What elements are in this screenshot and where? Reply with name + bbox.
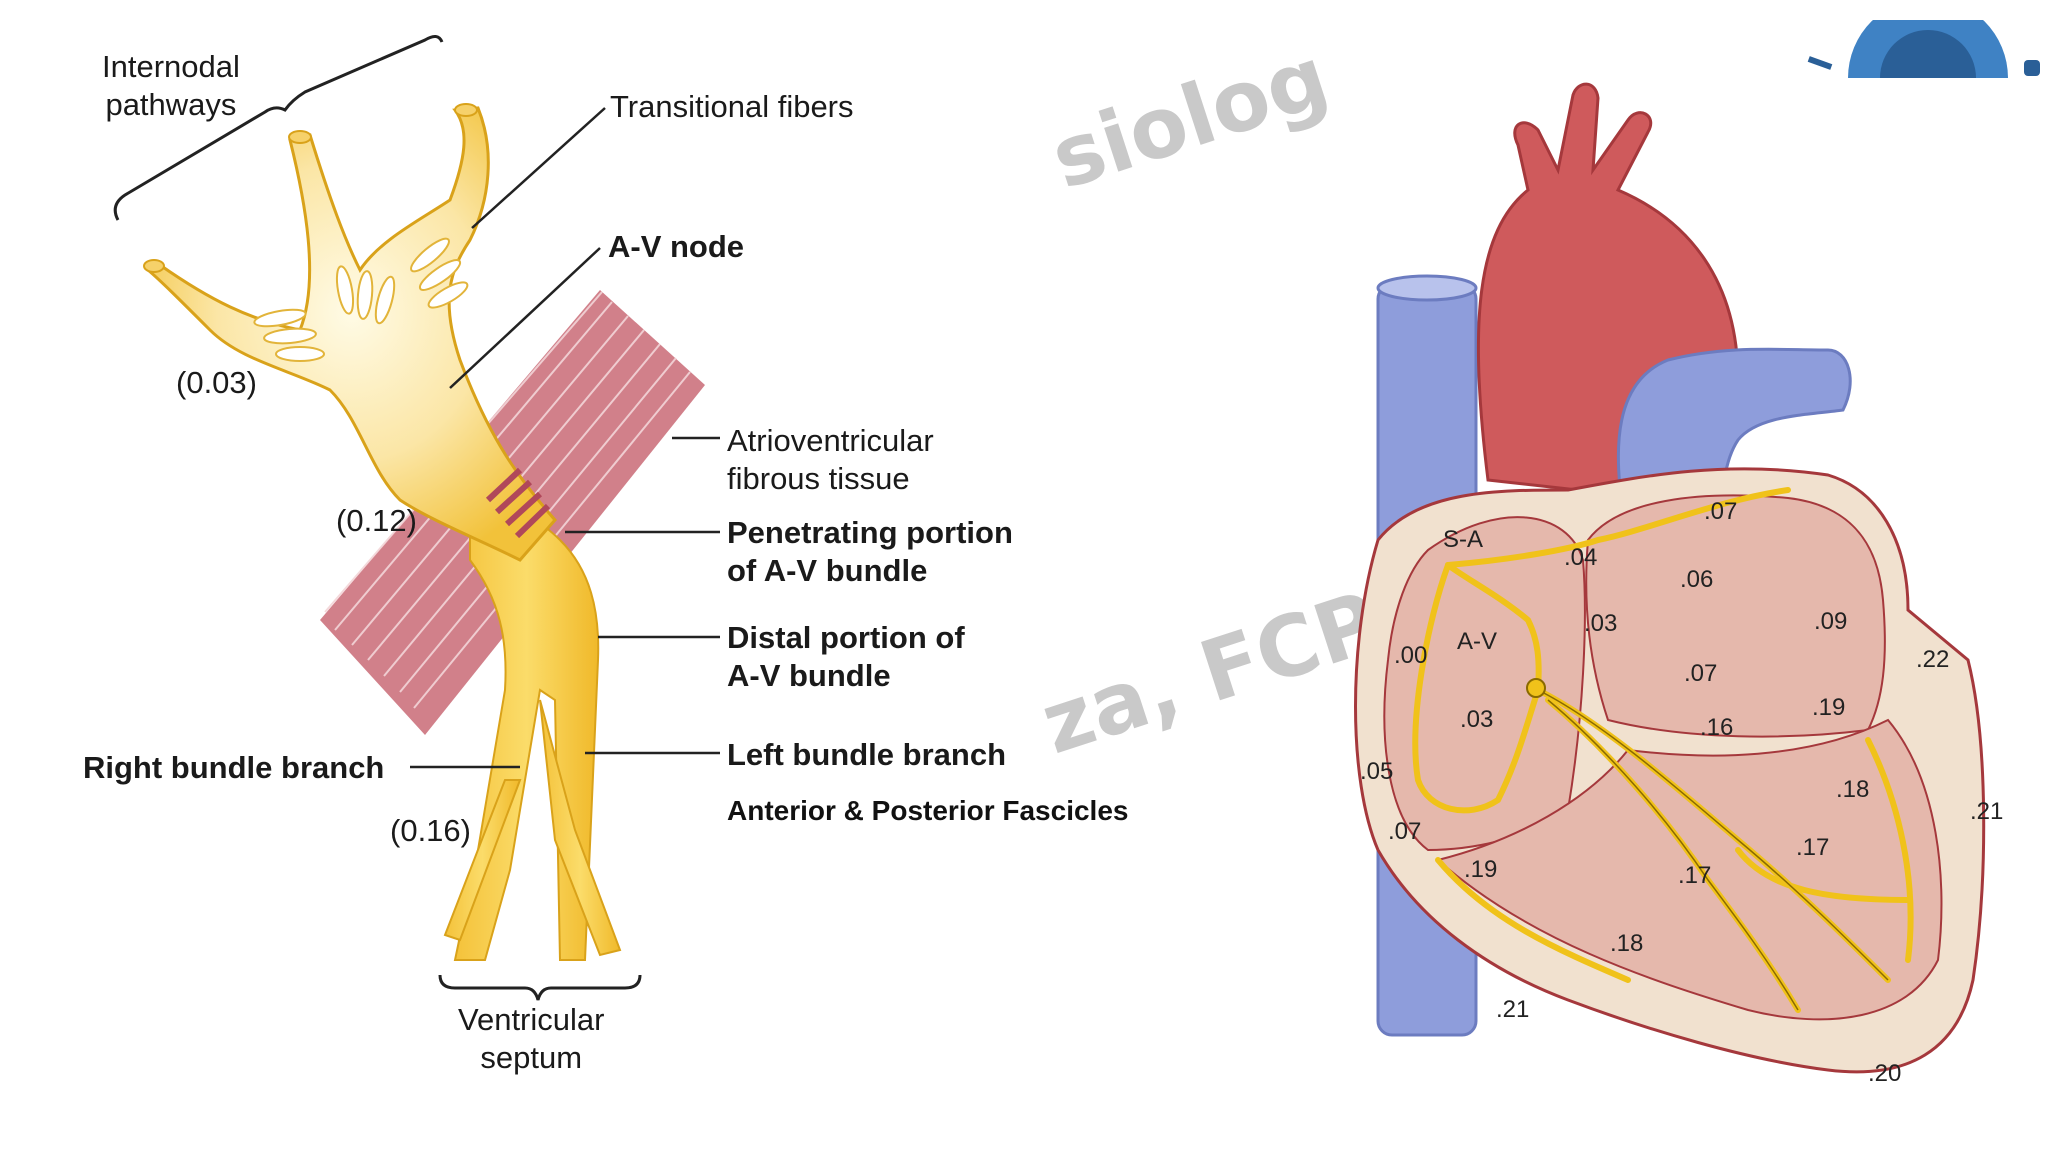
logo-fragment bbox=[1807, 20, 2040, 78]
label-time-003: (0.03) bbox=[176, 365, 257, 400]
label-left-bundle-branch: Left bundle branch bbox=[727, 737, 1006, 772]
heart-label-av: A-V bbox=[1457, 628, 1498, 655]
heart-label-sa: S-A bbox=[1443, 526, 1484, 553]
label-fibrous-tissue: Atrioventricular fibrous tissue bbox=[727, 423, 934, 496]
time-5: .00 bbox=[1394, 642, 1428, 669]
time-19: .21 bbox=[1496, 996, 1530, 1023]
label-time-012: (0.12) bbox=[336, 503, 417, 538]
time-12: .18 bbox=[1836, 776, 1870, 803]
time-8: .03 bbox=[1460, 706, 1494, 733]
av-node-marker bbox=[1526, 678, 1546, 698]
label-time-016: (0.16) bbox=[390, 813, 471, 848]
time-13: .21 bbox=[1970, 798, 2004, 825]
time-1: .04 bbox=[1564, 544, 1598, 571]
av-node-shape bbox=[143, 103, 557, 562]
av-bundle bbox=[443, 467, 622, 961]
time-9: .16 bbox=[1700, 714, 1734, 741]
label-internodal-pathways: Internodal pathways bbox=[102, 49, 240, 122]
label-penetrating-portion: Penetrating portion of A-V bundle bbox=[727, 515, 1013, 588]
label-av-node: A-V node bbox=[608, 229, 745, 264]
right-atrium bbox=[1383, 516, 1586, 852]
time-6: .07 bbox=[1684, 660, 1718, 687]
heart-diagram bbox=[1354, 20, 2040, 1074]
time-15: .19 bbox=[1464, 856, 1498, 883]
time-2: .06 bbox=[1680, 566, 1714, 593]
time-7: .22 bbox=[1916, 646, 1950, 673]
time-11: .05 bbox=[1360, 758, 1394, 785]
label-fascicles: Anterior & Posterior Fascicles bbox=[727, 795, 1129, 826]
time-18: .18 bbox=[1610, 930, 1644, 957]
ventricles bbox=[1435, 718, 1943, 1021]
time-20: .20 bbox=[1868, 1060, 1902, 1087]
leader-lines bbox=[410, 107, 720, 769]
septum-bracket bbox=[438, 974, 642, 1001]
time-3: .03 bbox=[1584, 610, 1618, 637]
av-conduction-diagram bbox=[113, 35, 720, 1001]
label-transitional-fibers: Transitional fibers bbox=[610, 89, 854, 124]
label-ventricular-septum: Ventricular septum bbox=[458, 1002, 605, 1075]
label-distal-portion: Distal portion of A-V bundle bbox=[727, 620, 965, 693]
time-17: .17 bbox=[1678, 862, 1712, 889]
time-4: .09 bbox=[1814, 608, 1848, 635]
time-0: .07 bbox=[1704, 498, 1738, 525]
time-16: .17 bbox=[1796, 834, 1830, 861]
internodal-bracket bbox=[113, 35, 444, 221]
label-right-bundle-branch: Right bundle branch bbox=[83, 750, 385, 785]
time-14: .07 bbox=[1388, 818, 1422, 845]
time-10: .19 bbox=[1812, 694, 1846, 721]
